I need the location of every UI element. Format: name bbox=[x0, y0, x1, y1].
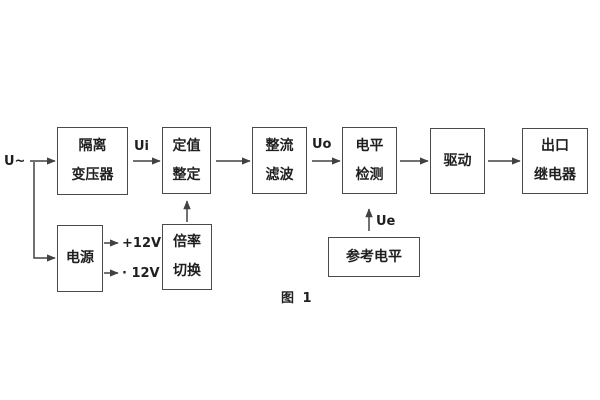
block-reference-level: 参考电平 bbox=[328, 237, 420, 277]
arrow-input-to-power bbox=[33, 162, 56, 262]
block-ratio-switch: 倍率 切换 bbox=[162, 224, 212, 290]
label-plus-12v: +12V bbox=[122, 236, 162, 251]
figure-caption: 图 1 bbox=[281, 291, 314, 306]
block-setting-adjustment: 定值 整定 bbox=[162, 127, 211, 194]
label-input-voltage: U~ bbox=[4, 154, 26, 169]
label-ue: Ue bbox=[376, 214, 396, 229]
label-minus-12v: · 12V bbox=[122, 266, 160, 281]
block-power-supply: 电源 bbox=[57, 225, 103, 292]
label-ui: Ui bbox=[134, 139, 150, 154]
label-uo: Uo bbox=[312, 137, 332, 152]
block-drive: 驱动 bbox=[430, 128, 485, 194]
block-isolation-transformer: 隔离 变压器 bbox=[57, 127, 128, 195]
block-rectifier-filter: 整流 滤波 bbox=[252, 127, 307, 194]
block-level-detection: 电平 检测 bbox=[342, 127, 397, 194]
block-output-relay: 出口 继电器 bbox=[522, 128, 588, 194]
